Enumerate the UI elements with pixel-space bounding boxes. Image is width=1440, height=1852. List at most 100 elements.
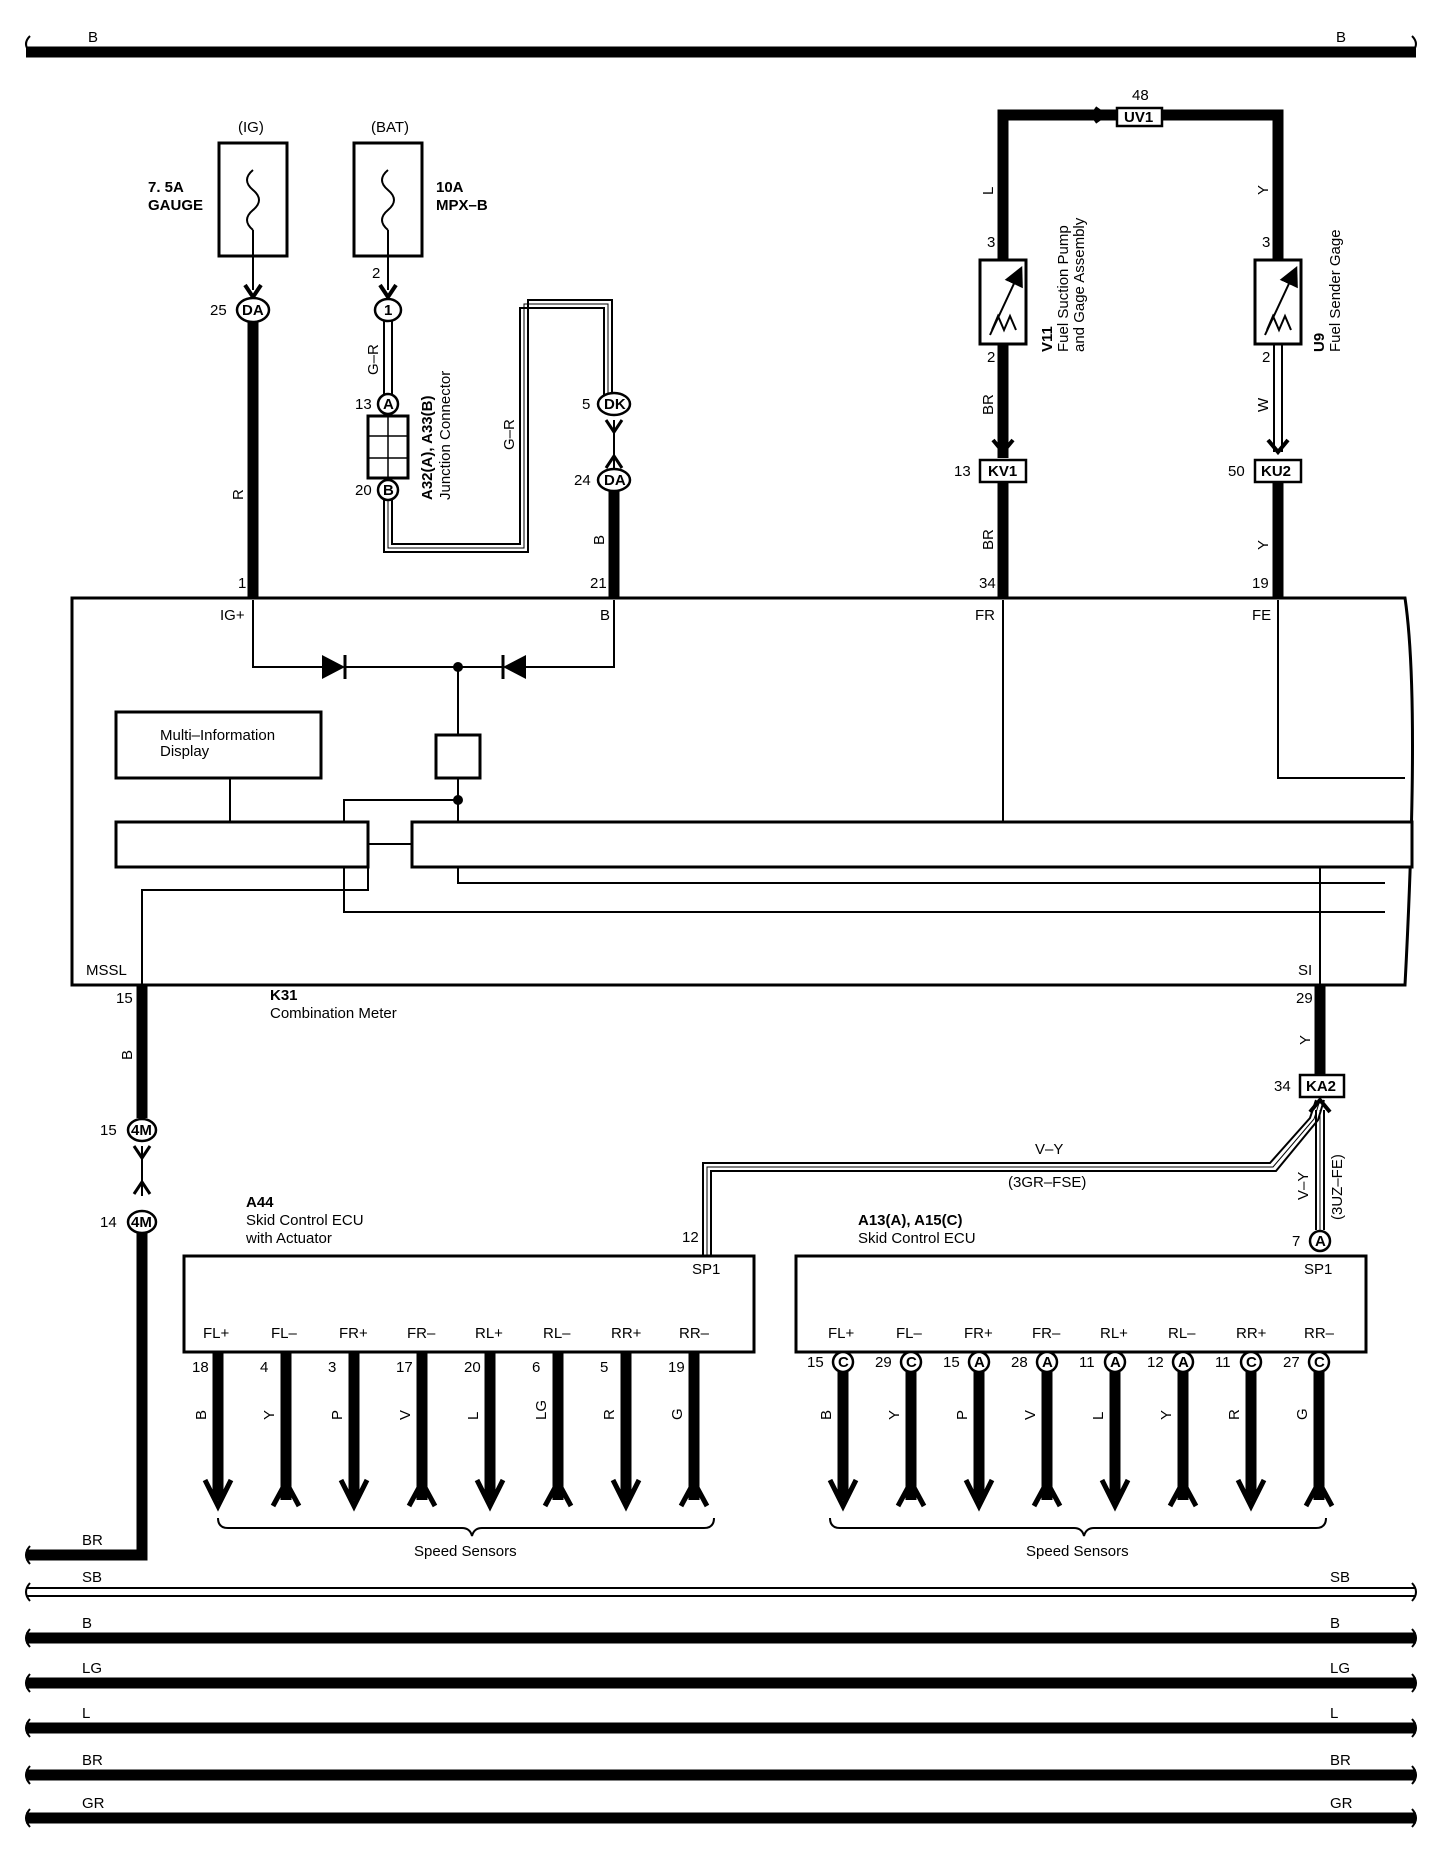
pin-meter-fr: 34 <box>979 575 996 592</box>
bottom-bus-right-label: GR <box>1330 1795 1353 1812</box>
wire-color-y-fe: Y <box>1255 540 1272 550</box>
bottom-bus-left-label: B <box>82 1615 92 1632</box>
ecu-a44-sp1: SP1 <box>692 1261 720 1278</box>
a44-term-label: RL+ <box>475 1325 503 1342</box>
a13-term-label: FL– <box>896 1325 923 1342</box>
ecu-a13-sp1: SP1 <box>1304 1261 1332 1278</box>
a13-connector-label: A <box>1110 1354 1121 1371</box>
connector-jc-a <box>376 392 400 416</box>
meter-name: Combination Meter <box>270 1005 397 1022</box>
bottom-bus-right-label: BR <box>1330 1752 1351 1769</box>
fuel-pump-desc2: and Gage Assembly <box>1071 217 1088 352</box>
bottom-bus-left-label: BR <box>82 1752 103 1769</box>
fuel-gage-desc: Fuel Sender Gage <box>1327 229 1344 352</box>
ecu-a13-id: A13(A), A15(C) <box>858 1212 962 1229</box>
arrow-down-icon <box>202 1478 234 1512</box>
a44-wire-color: V <box>397 1410 414 1420</box>
a44-sensor-3: FR+3P <box>328 1325 370 1512</box>
a44-term-label: RR– <box>679 1325 710 1342</box>
pin-4m-15: 15 <box>100 1122 117 1139</box>
meter-term-si: SI <box>1298 962 1312 979</box>
bottom-bus-line: BR <box>25 1532 103 1565</box>
a13-connector-label: A <box>1042 1354 1053 1371</box>
a13-term-label: RL– <box>1168 1325 1196 1342</box>
arrow-down-icon <box>474 1478 506 1512</box>
a44-term-label: FR– <box>407 1325 436 1342</box>
a44-term-label: RL– <box>543 1325 571 1342</box>
connector-dk-label: DK <box>604 396 626 413</box>
a44-pin: 3 <box>328 1359 336 1376</box>
bottom-bus-left-label: SB <box>82 1569 102 1586</box>
connector-ku2-label: KU2 <box>1261 463 1291 480</box>
pin-meter-mssl: 15 <box>116 990 133 1007</box>
bottom-bus-left-label: GR <box>82 1795 105 1812</box>
bottom-bus-right-label: B <box>1330 1615 1340 1632</box>
arrow-up-icon <box>270 1476 302 1508</box>
pin-pump-2: 2 <box>987 349 995 366</box>
ecu-a13-sensors-label: Speed Sensors <box>1026 1543 1129 1560</box>
a44-wire-color: R <box>601 1409 618 1420</box>
pin-ku2: 50 <box>1228 463 1245 480</box>
ecu-a44-id: A44 <box>246 1194 274 1211</box>
multi-information-display <box>114 710 323 780</box>
a13-term-label: FL+ <box>828 1325 855 1342</box>
pin-da-24: 24 <box>574 472 591 489</box>
a13-wire-color: Y <box>1158 1410 1175 1420</box>
wire-note-3gr: (3GR–FSE) <box>1008 1174 1086 1191</box>
bottom-bus-left-label: BR <box>82 1532 103 1549</box>
a13-wire-color: P <box>954 1410 971 1420</box>
a13-pin: 11 <box>1079 1354 1095 1371</box>
a13-connector-label: A <box>1178 1354 1189 1371</box>
a44-sensor-7: RR+5R <box>600 1325 642 1512</box>
a44-term-label: FL+ <box>203 1325 230 1342</box>
connector-4m-14-label: 4M <box>131 1214 152 1231</box>
connector-4m-15-label: 4M <box>131 1122 152 1139</box>
wire-color-gr1: G–R <box>365 344 382 375</box>
pin-gage-3: 3 <box>1262 234 1270 251</box>
a44-wire-color: Y <box>261 1410 278 1420</box>
wire-color-w-gage: W <box>1255 397 1272 412</box>
pin-meter-ig: 1 <box>238 575 246 592</box>
arrow-up-icon <box>1303 1476 1335 1508</box>
fuel-pump-desc1: Fuel Suction Pump <box>1055 225 1072 352</box>
meter-term-b: B <box>600 607 610 624</box>
pin-a13-sp1: 7 <box>1292 1233 1300 1250</box>
pin-meter-b: 21 <box>590 575 607 592</box>
pin-ka2: 34 <box>1274 1078 1291 1095</box>
wire-color-br2: BR <box>980 529 997 550</box>
wire-color-vy2: V–Y <box>1295 1172 1312 1200</box>
a44-wire-color: B <box>193 1410 210 1420</box>
connector-a13-sp1-label: A <box>1315 1233 1326 1250</box>
ecu-a13-line1: Skid Control ECU <box>858 1230 976 1247</box>
connector-uv1-label: UV1 <box>1124 109 1153 126</box>
bottom-bus-left-label: L <box>82 1705 90 1722</box>
bottom-bus-right-label: SB <box>1330 1569 1350 1586</box>
wire-color-vy: V–Y <box>1035 1141 1063 1158</box>
fuse-gauge: (IG) 7. 5A GAUGE <box>148 119 289 258</box>
a13-pin: 29 <box>875 1354 892 1371</box>
ecu-a44: A44 Skid Control ECU with Actuator 12 SP… <box>182 1194 756 1560</box>
meter-cpu-left <box>114 820 370 869</box>
a44-pin: 20 <box>464 1359 481 1376</box>
ecu-a13-sensors-brace <box>829 1517 1327 1537</box>
ecu-a13: A13(A), A15(C) Skid Control ECU SP1 FL+ C… <box>794 1212 1368 1560</box>
connector-1-label: 1 <box>384 302 392 319</box>
meter-cpu-right <box>410 820 1414 869</box>
a13-connector-label: C <box>906 1354 917 1371</box>
a44-wire-color: LG <box>533 1400 550 1420</box>
a44-wire-color: P <box>329 1410 346 1420</box>
a44-pin: 19 <box>668 1359 685 1376</box>
arrow-up-icon <box>1031 1476 1063 1508</box>
pin-4m-14: 14 <box>100 1214 117 1231</box>
a13-wire-color: G <box>1294 1408 1311 1420</box>
arrow-down-icon <box>827 1478 859 1512</box>
wire-note-3uz: (3UZ–FE) <box>1329 1154 1346 1220</box>
